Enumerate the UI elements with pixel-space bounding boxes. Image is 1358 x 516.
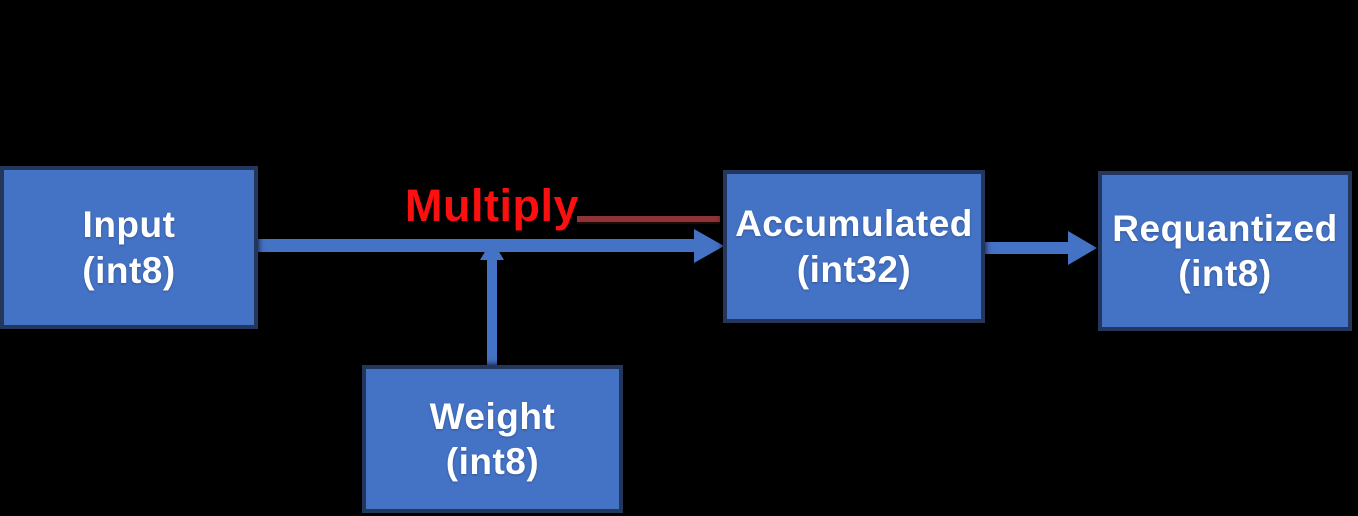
node-accumulated-title: Accumulated <box>735 203 973 245</box>
node-weight: Weight (int8) <box>362 365 623 513</box>
node-requantized-title: Requantized <box>1112 207 1338 249</box>
node-accumulated-dtype: (int32) <box>796 248 912 290</box>
node-requantized: Requantized (int8) <box>1098 171 1352 331</box>
arrowhead-input-to-accumulated-icon <box>694 229 724 263</box>
arrow-input-to-accumulated <box>258 239 696 252</box>
node-weight-title: Weight <box>429 395 556 437</box>
node-input-title: Input <box>82 204 176 246</box>
arrowhead-accumulated-to-requantized-icon <box>1068 231 1097 265</box>
node-requantized-dtype: (int8) <box>1178 253 1272 294</box>
arrow-accumulated-to-requantized <box>983 242 1071 254</box>
multiply-operation-label: Multiply <box>405 180 579 231</box>
node-accumulated: Accumulated (int32) <box>723 170 985 323</box>
connector-weight-to-junction <box>487 245 497 367</box>
node-weight-dtype: (int8) <box>445 441 540 482</box>
node-input-dtype: (int8) <box>82 249 176 291</box>
multiply-underline <box>577 216 720 222</box>
node-input: Input (int8) <box>0 166 258 329</box>
